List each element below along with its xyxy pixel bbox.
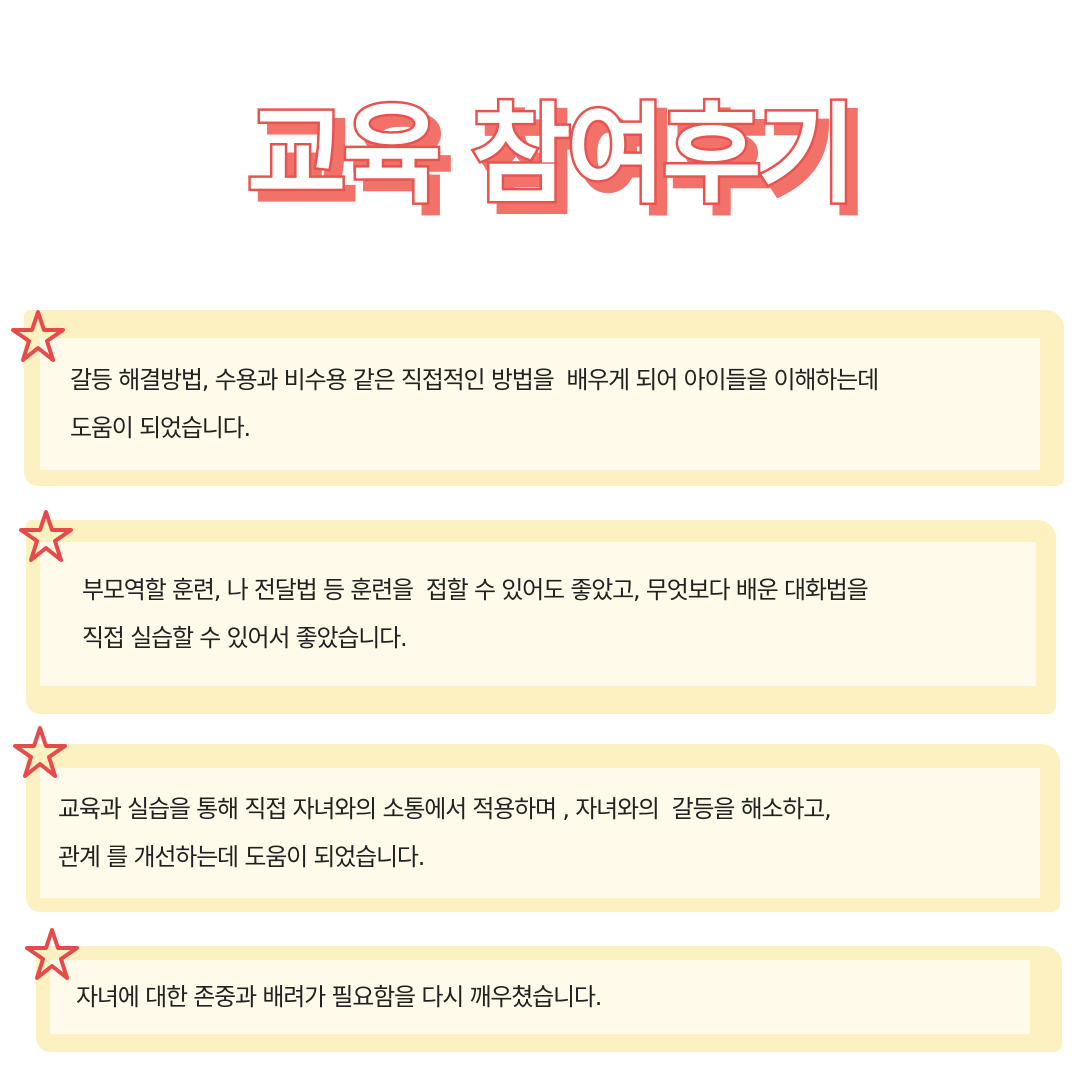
star-icon bbox=[8, 306, 68, 366]
star-icon bbox=[22, 924, 82, 984]
review-text-line: 부모역할 훈련, 나 전달법 등 훈련을 접할 수 있어도 좋았고, 무엇보다 … bbox=[82, 576, 869, 604]
review-text-line: 직접 실습할 수 있어서 좋았습니다. bbox=[82, 624, 408, 652]
review-card-body: 갈등 해결방법, 수용과 비수용 같은 직접적인 방법을 배우게 되어 아이들을… bbox=[40, 338, 1040, 470]
review-text-line: 자녀에 대한 존중과 배려가 필요함을 다시 깨우쳤습니다. bbox=[76, 983, 602, 1011]
review-card-body: 자녀에 대한 존중과 배려가 필요함을 다시 깨우쳤습니다. bbox=[50, 960, 1030, 1034]
star-icon bbox=[16, 506, 76, 566]
star-icon bbox=[10, 722, 70, 782]
review-card-body: 부모역할 훈련, 나 전달법 등 훈련을 접할 수 있어도 좋았고, 무엇보다 … bbox=[40, 542, 1036, 686]
title-shadow: 교육 참여후기 bbox=[257, 103, 863, 228]
review-card-2: 부모역할 훈련, 나 전달법 등 훈련을 접할 수 있어도 좋았고, 무엇보다 … bbox=[26, 520, 1056, 714]
review-card-body: 교육과 실습을 통해 직접 자녀와의 소통에서 적용하며 , 자녀와의 갈등을 … bbox=[40, 768, 1040, 898]
review-text-line: 관계 를 개선하는데 도움이 되었습니다. bbox=[58, 843, 425, 871]
review-text-line: 도움이 되었습니다. bbox=[70, 414, 251, 442]
review-text-line: 갈등 해결방법, 수용과 비수용 같은 직접적인 방법을 배우게 되어 아이들을… bbox=[70, 366, 879, 394]
page-title-graphic: 교육 참여후기 교육 참여후기 bbox=[245, 91, 870, 231]
page-title: 교육 참여후기 교육 참여후기 bbox=[0, 70, 1080, 231]
title-main: 교육 참여후기 bbox=[247, 93, 853, 218]
review-card-4: 자녀에 대한 존중과 배려가 필요함을 다시 깨우쳤습니다. bbox=[36, 946, 1062, 1052]
review-text-line: 교육과 실습을 통해 직접 자녀와의 소통에서 적용하며 , 자녀와의 갈등을 … bbox=[58, 795, 832, 823]
review-card-3: 교육과 실습을 통해 직접 자녀와의 소통에서 적용하며 , 자녀와의 갈등을 … bbox=[26, 744, 1060, 912]
review-card-1: 갈등 해결방법, 수용과 비수용 같은 직접적인 방법을 배우게 되어 아이들을… bbox=[24, 310, 1064, 486]
